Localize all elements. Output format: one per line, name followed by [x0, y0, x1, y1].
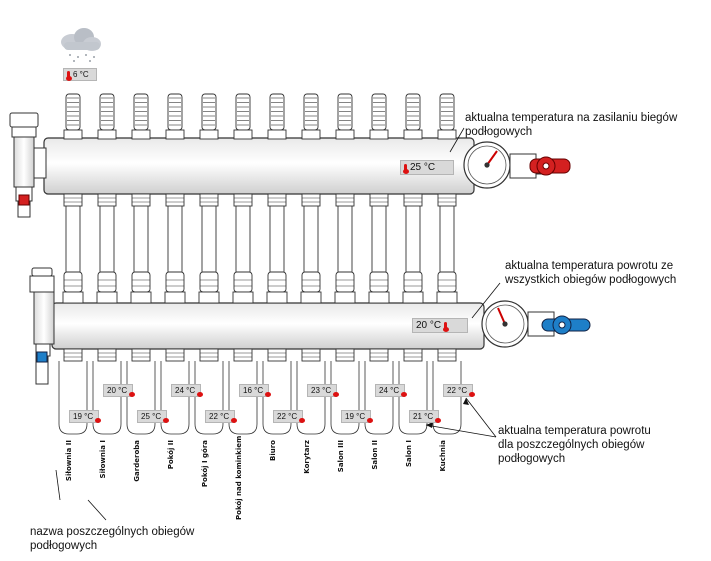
loops-caption: aktualna temperatura powrotu dla poszcze…	[498, 425, 651, 465]
return-caption: aktualna temperatura powrotu ze wszystki…	[505, 260, 677, 286]
circuit-temp-value: 23 °C	[311, 386, 332, 395]
circuit-temp-badge: 25 °C	[137, 410, 169, 423]
circuit-5	[194, 93, 224, 435]
outdoor-temp-value: 6 °C	[73, 70, 89, 79]
circuit-name: Siłownia II	[65, 440, 73, 482]
circuit-temp-badge: 16 °C	[239, 384, 271, 397]
supply-thermometer-gauge	[463, 141, 511, 189]
circuit-name: Pokój nad kominkiem	[235, 435, 243, 520]
circuit-temp-badge: 20 °C	[103, 384, 135, 397]
circuit-12	[432, 93, 462, 435]
circuit-temp-value: 24 °C	[175, 386, 196, 395]
circuit-temp-value: 22 °C	[447, 386, 468, 395]
circuit-temp-value: 22 °C	[277, 412, 298, 421]
circuit-temp-badge: 23 °C	[307, 384, 339, 397]
circuit-temp-value: 24 °C	[379, 386, 400, 395]
return-temp-value: 20 °C	[416, 320, 442, 331]
names-caption: nazwa poszczególnych obiegów podłogowych	[30, 526, 195, 552]
supply-air-vent	[9, 112, 47, 218]
circuit-temp-value: 21 °C	[413, 412, 434, 421]
circuit-name: Garderoba	[133, 440, 141, 482]
outdoor-temp-badge: 6 °C	[63, 68, 97, 81]
circuit-temp-badge: 21 °C	[409, 410, 441, 423]
circuit-11	[398, 93, 428, 435]
circuit-name: Pokój II	[167, 440, 175, 470]
thermometer-icon	[65, 70, 72, 81]
return-thermometer-gauge	[481, 300, 529, 348]
supply-caption: aktualna temperatura na zasilaniu biegów…	[465, 112, 678, 138]
circuit-8	[296, 93, 326, 435]
circuit-3	[126, 93, 156, 435]
return-temp-badge: 20 °C	[412, 318, 468, 333]
circuit-name: Siłownia I	[99, 440, 107, 479]
circuit-name: Biuro	[269, 440, 277, 461]
annotation-lines	[55, 127, 501, 521]
circuit-temp-value: 22 °C	[209, 412, 230, 421]
circuit-name: Salon I	[405, 440, 413, 467]
circuit-10	[364, 93, 394, 435]
circuit-temp-badge: 19 °C	[69, 410, 101, 423]
thermometer-icon	[402, 163, 409, 174]
circuit-temp-badge: 24 °C	[171, 384, 203, 397]
circuit-name: Pokój I góra	[201, 440, 209, 488]
circuit-temp-badge: 24 °C	[375, 384, 407, 397]
circuit-temp-badge: 22 °C	[205, 410, 237, 423]
circuit-6	[228, 93, 258, 435]
circuit-temp-value: 19 °C	[73, 412, 94, 421]
circuit-9	[330, 93, 360, 435]
circuit-temp-badge: 22 °C	[443, 384, 475, 397]
supply-temp-value: 25 °C	[410, 162, 436, 173]
circuit-temp-badge: 19 °C	[341, 410, 373, 423]
circuit-7	[262, 93, 292, 435]
circuit-temp-value: 19 °C	[345, 412, 366, 421]
supply-temp-badge: 25 °C	[400, 160, 454, 175]
circuit-name: Salon II	[371, 440, 379, 470]
circuit-temp-badge: 22 °C	[273, 410, 305, 423]
circuit-name: Korytarz	[303, 440, 311, 474]
circuit-1	[58, 93, 88, 435]
circuit-temp-value: 16 °C	[243, 386, 264, 395]
circuit-2	[92, 93, 122, 435]
circuit-temp-value: 20 °C	[107, 386, 128, 395]
circuit-temp-value: 25 °C	[141, 412, 162, 421]
thermometer-icon	[442, 321, 449, 332]
circuit-4	[160, 93, 190, 435]
cloud-snow-icon	[61, 28, 101, 62]
circuit-name: Kuchnia	[439, 440, 447, 472]
return-air-vent	[29, 267, 55, 385]
circuit-name: Salon III	[337, 440, 345, 473]
